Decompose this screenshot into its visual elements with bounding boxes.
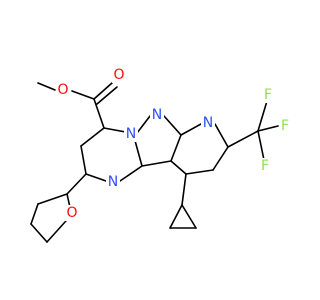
fluorine-bottom-label: F bbox=[259, 158, 271, 174]
bond bbox=[37, 82, 56, 91]
bond bbox=[227, 130, 259, 148]
bond bbox=[93, 98, 105, 129]
bond bbox=[96, 86, 118, 105]
bond bbox=[170, 160, 187, 175]
carbonyl-oxygen-label: O bbox=[112, 67, 126, 83]
fluorine-top-label: F bbox=[262, 87, 274, 103]
bond bbox=[30, 223, 48, 243]
bond bbox=[185, 169, 214, 175]
svg-text:N: N bbox=[126, 126, 136, 142]
bond bbox=[30, 203, 39, 225]
bond bbox=[37, 193, 68, 205]
svg-text:F: F bbox=[261, 158, 269, 174]
bond bbox=[257, 100, 268, 132]
bond bbox=[180, 123, 202, 136]
pyridine-nitrogen-label: N bbox=[201, 115, 215, 131]
structure-svg: O O O N N N N F bbox=[30, 67, 291, 243]
svg-text:F: F bbox=[264, 87, 272, 103]
svg-text:N: N bbox=[203, 115, 213, 131]
bond bbox=[119, 165, 143, 182]
bond bbox=[80, 145, 87, 175]
svg-text:O: O bbox=[57, 82, 68, 98]
atom-label-layer: O O O N N N N F bbox=[56, 67, 291, 221]
bond bbox=[214, 123, 229, 148]
bond bbox=[163, 115, 182, 136]
molecule-drawing: O O O N N N N F bbox=[30, 67, 291, 243]
bond bbox=[169, 204, 183, 229]
svg-text:F: F bbox=[281, 118, 289, 134]
svg-text:O: O bbox=[66, 205, 77, 221]
bond bbox=[85, 173, 107, 182]
pyrazole-nitrogen-label: N bbox=[150, 107, 164, 123]
bond bbox=[257, 130, 265, 161]
bond bbox=[93, 82, 113, 100]
bond bbox=[257, 125, 279, 132]
svg-text:N: N bbox=[108, 174, 118, 190]
fluorine-right-label: F bbox=[279, 118, 291, 134]
bond bbox=[141, 160, 172, 167]
bond bbox=[212, 146, 229, 171]
furan-oxygen-label: O bbox=[65, 205, 79, 221]
bond bbox=[80, 127, 105, 147]
bond bbox=[66, 173, 87, 195]
bond bbox=[170, 134, 182, 162]
bond bbox=[71, 90, 95, 100]
bridgehead-nitrogen-label: N bbox=[124, 126, 138, 142]
svg-text:N: N bbox=[152, 107, 162, 123]
bond bbox=[181, 173, 187, 206]
ester-oxygen-label: O bbox=[56, 82, 70, 98]
svg-text:O: O bbox=[113, 67, 124, 83]
bond bbox=[181, 204, 197, 229]
pyrimidine-nitrogen-label: N bbox=[106, 174, 120, 190]
